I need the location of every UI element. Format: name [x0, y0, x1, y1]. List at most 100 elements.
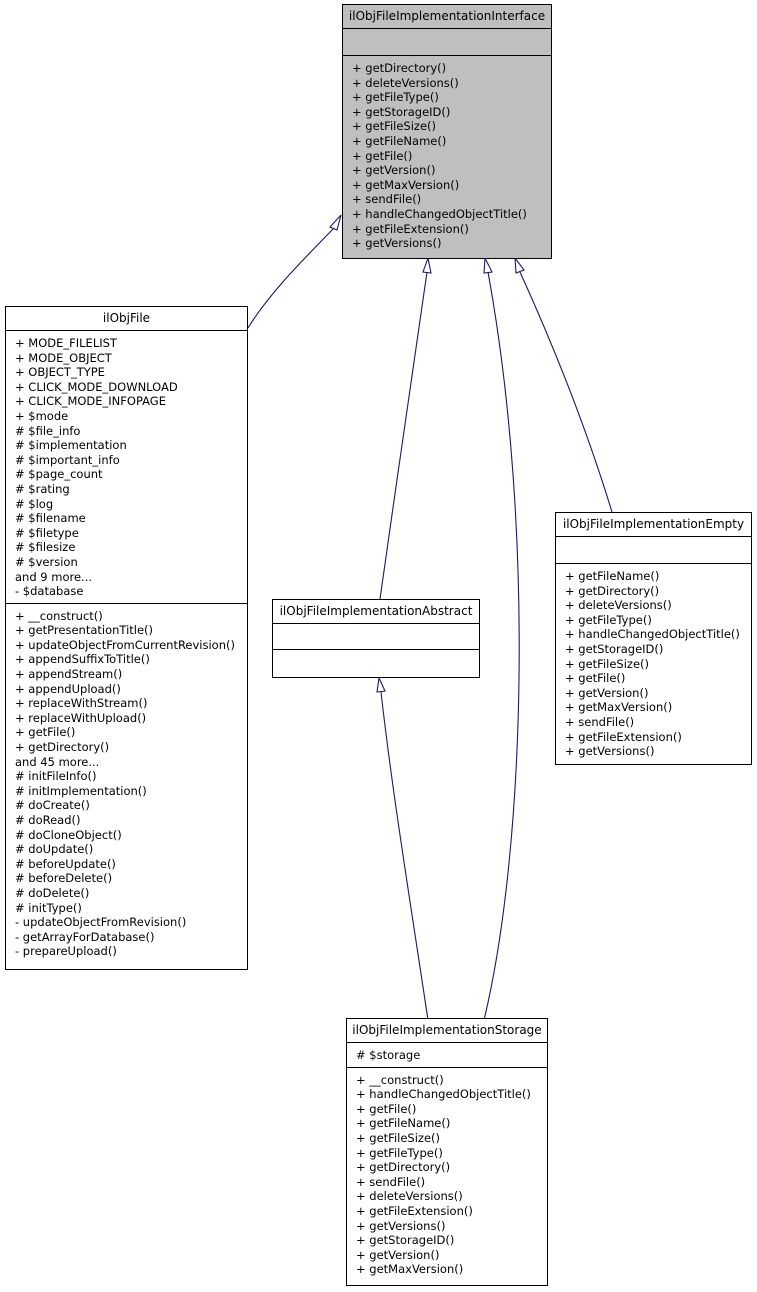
- member-line: + sendFile(): [565, 714, 635, 729]
- member-line: + getFileExtension(): [565, 729, 682, 744]
- member-line: # $important_info: [15, 452, 120, 467]
- member-line: - getArrayForDatabase(): [15, 929, 155, 944]
- member-line: + deleteVersions(): [352, 75, 459, 90]
- member-line: + __construct(): [356, 1072, 444, 1087]
- member-line: # $filename: [15, 511, 86, 526]
- methods-section: + getDirectory()+ deleteVersions()+ getF…: [343, 55, 551, 255]
- member-line: # $rating: [15, 481, 70, 496]
- member-line: + handleChangedObjectTitle(): [352, 206, 527, 221]
- arrowhead-empty-interface: [514, 256, 525, 274]
- member-line: + CLICK_MODE_DOWNLOAD: [15, 379, 178, 394]
- member-line: # beforeUpdate(): [15, 856, 116, 871]
- class-interface: ilObjFileImplementationInterface + getDi…: [342, 4, 552, 259]
- member-line: + $mode: [15, 408, 69, 423]
- member-line: + getDirectory(): [15, 740, 110, 755]
- member-line: + OBJECT_TYPE: [15, 365, 105, 380]
- edge-empty-to-interface: [519, 271, 613, 513]
- member-line: # doCloneObject(): [15, 827, 122, 842]
- member-line: + MODE_OBJECT: [15, 350, 112, 365]
- member-line: # doUpdate(): [15, 842, 94, 857]
- member-line: - prepareUpload(): [15, 944, 117, 959]
- member-line: + getFileName(): [356, 1116, 451, 1131]
- member-line: + deleteVersions(): [356, 1189, 463, 1204]
- member-line: # doDelete(): [15, 885, 90, 900]
- member-line: + getFileType(): [565, 612, 652, 627]
- class-empty: ilObjFileImplementationEmpty + getFileNa…: [555, 512, 752, 765]
- member-line: + getStorageID(): [352, 104, 451, 119]
- member-line: + getFile(): [15, 725, 76, 740]
- member-line: + handleChangedObjectTitle(): [356, 1087, 531, 1102]
- member-line: + getFileSize(): [356, 1130, 440, 1145]
- class-abstract: ilObjFileImplementationAbstract: [272, 599, 480, 678]
- edge-objfile-to-interface: [247, 227, 335, 329]
- member-line: # doCreate(): [15, 798, 90, 813]
- class-title: ilObjFile: [102, 311, 151, 325]
- arrowhead-objfile-interface: [329, 214, 342, 231]
- member-line: # beforeDelete(): [15, 871, 113, 886]
- member-line: + getFileName(): [565, 569, 660, 583]
- edge-storage-to-abstract: [380, 691, 429, 1021]
- member-line: + getFile(): [352, 148, 413, 163]
- member-line: + getDirectory(): [356, 1160, 451, 1175]
- member-line: - $database: [15, 584, 84, 599]
- methods-section: + __construct()+ handleChangedObjectTitl…: [347, 1066, 547, 1281]
- member-line: + getVersions(): [565, 744, 655, 759]
- member-line: + appendUpload(): [15, 681, 121, 696]
- methods-section: + getFileName()+ getDirectory()+ deleteV…: [556, 563, 751, 763]
- member-line: + replaceWithStream(): [15, 696, 148, 711]
- member-line: + CLICK_MODE_INFOPAGE: [15, 394, 166, 409]
- class-title: ilObjFileImplementationAbstract: [279, 604, 473, 618]
- member-line: + getPresentationTitle(): [15, 623, 154, 638]
- class-title: ilObjFileImplementationStorage: [352, 1023, 542, 1037]
- member-line: # $page_count: [15, 467, 103, 482]
- member-line: + getFileType(): [352, 90, 439, 105]
- member-line: + getMaxVersion(): [356, 1262, 464, 1277]
- member-line: + getFileExtension(): [352, 221, 469, 236]
- member-line: # $file_info: [15, 423, 81, 438]
- member-line: + getVersion(): [352, 163, 436, 178]
- member-line: + replaceWithUpload(): [15, 710, 147, 725]
- member-line: # initImplementation(): [15, 783, 147, 798]
- arrowhead-storage-abstract: [376, 676, 386, 693]
- attributes-section: [556, 536, 751, 563]
- member-line: + getFileExtension(): [356, 1203, 473, 1218]
- member-line: + getVersions(): [352, 236, 442, 251]
- member-line: + updateObjectFromCurrentRevision(): [15, 637, 235, 652]
- class-storage: ilObjFileImplementationStorage # $storag…: [346, 1018, 548, 1286]
- edge-storage-to-interface: [483, 271, 520, 1021]
- member-line: # $filetype: [15, 525, 79, 540]
- member-line: and 9 more...: [15, 569, 93, 584]
- member-line: # $filesize: [15, 540, 76, 555]
- arrowhead-abstract-interface: [422, 255, 432, 274]
- member-line: # initType(): [15, 900, 82, 915]
- arrowhead-storage-interface: [483, 255, 493, 274]
- class-ilobjfile: ilObjFile + MODE_FILELIST+ MODE_OBJECT+ …: [5, 306, 248, 970]
- edge-abstract-to-interface: [379, 271, 428, 600]
- member-line: + getFileSize(): [565, 656, 649, 671]
- member-line: + MODE_FILELIST: [15, 336, 117, 350]
- member-line: + getDirectory(): [352, 61, 447, 75]
- methods-section: + __construct()+ getPresentationTitle()+…: [6, 602, 247, 963]
- member-line: # initFileInfo(): [15, 769, 97, 784]
- member-line: + getFile(): [356, 1101, 417, 1116]
- member-line: + getStorageID(): [356, 1233, 455, 1248]
- member-line: + sendFile(): [356, 1174, 426, 1189]
- member-line: + getMaxVersion(): [352, 177, 460, 192]
- attributes-section: [273, 623, 479, 649]
- member-line: and 45 more...: [15, 754, 100, 769]
- member-line: + getVersion(): [356, 1247, 440, 1262]
- methods-section: [273, 649, 479, 675]
- member-line: + getFile(): [565, 671, 626, 686]
- member-line: # $implementation: [15, 438, 127, 453]
- member-line: # $storage: [356, 1048, 421, 1062]
- member-line: + sendFile(): [352, 192, 422, 207]
- member-line: + deleteVersions(): [565, 598, 672, 613]
- class-title: ilObjFileImplementationEmpty: [562, 517, 745, 531]
- attributes-section: + MODE_FILELIST+ MODE_OBJECT+ OBJECT_TYP…: [6, 330, 247, 603]
- member-line: + appendStream(): [15, 667, 123, 682]
- member-line: + getVersion(): [565, 685, 649, 700]
- member-line: + appendSuffixToTitle(): [15, 652, 150, 667]
- member-line: + __construct(): [15, 608, 103, 623]
- member-line: + handleChangedObjectTitle(): [565, 627, 740, 642]
